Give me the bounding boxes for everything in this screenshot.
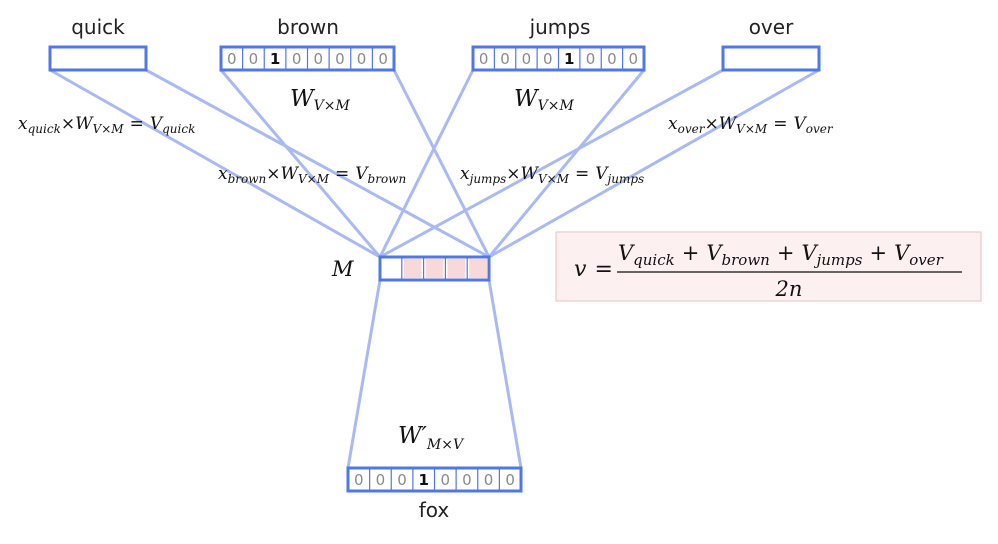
- fox-vector-cell-value: 0: [376, 471, 386, 489]
- over-to-hidden-left: [379, 68, 724, 259]
- word-label-jumps: jumps: [529, 15, 591, 39]
- jumps-vector-cell-value: 0: [607, 50, 617, 68]
- fox-vector-cell-value: 0: [354, 471, 364, 489]
- quick-to-hidden-left: [49, 68, 381, 259]
- quick-to-hidden-right: [145, 68, 490, 259]
- jumps-vector-cell-value: 0: [629, 50, 639, 68]
- hidden-cell-shaded: [425, 259, 444, 278]
- hidden-cell-shaded: [469, 259, 487, 278]
- formula-numerator: Vquick+Vbrown+Vjumps+Vover: [618, 241, 944, 269]
- word-label-over: over: [749, 15, 794, 39]
- equation-brown: xbrown×WV×M=Vbrown: [218, 164, 406, 186]
- hidden-cell-shaded: [403, 259, 422, 278]
- jumps-vector-cell-value: 0: [479, 50, 489, 68]
- brown-vector-cell-value: 0: [335, 50, 345, 68]
- fox-vector-cell-value: 0: [441, 471, 451, 489]
- hidden-to-fox-right: [487, 279, 523, 469]
- hidden-layer-label: M: [331, 257, 354, 281]
- jumps-vector-cell-value: 0: [543, 50, 553, 68]
- jumps-to-hidden-left: [378, 69, 475, 258]
- fox-vector-cell-value: 0: [462, 471, 472, 489]
- weight-label-brown: WV×M: [290, 86, 350, 114]
- word-label-fox: fox: [419, 498, 450, 522]
- hidden-cell-shaded: [447, 259, 466, 278]
- equation-quick: xquick×WV×M=Vquick: [18, 114, 195, 136]
- hidden-layer-vector: [378, 255, 491, 282]
- brown-vector-cell-value: 0: [227, 50, 237, 68]
- over-to-hidden-right: [488, 68, 820, 259]
- brown-vector-cell-value: 0: [249, 50, 259, 68]
- jumps-vector-cell-value: 0: [586, 50, 596, 68]
- average-formula: v= Vquick+Vbrown+Vjumps+Vover 2n: [555, 231, 982, 302]
- fox-vector-cell-value: 1: [418, 471, 428, 489]
- over-input-box: [721, 45, 821, 72]
- formula-background: [555, 231, 982, 302]
- jumps-vector-cell-value: 0: [500, 50, 510, 68]
- fox-vector-cell-value: 0: [397, 471, 407, 489]
- equation-over: xover×WV×M=Vover: [668, 114, 834, 136]
- equation-jumps: xjumps×WV×M=Vjumps: [460, 164, 644, 186]
- fox-vector-cell-value: 0: [484, 471, 494, 489]
- word-label-quick: quick: [71, 15, 125, 39]
- formula-lhs: v=: [574, 257, 613, 282]
- output-weight-label: W′M×V: [398, 423, 465, 453]
- jumps-to-hidden-right: [487, 69, 646, 258]
- weight-label-jumps: WV×M: [514, 86, 574, 114]
- jumps-vector-cell-value: 0: [522, 50, 532, 68]
- brown-vector-cell-value: 0: [292, 50, 302, 68]
- hidden-to-fox-left: [346, 279, 382, 469]
- word-label-brown: brown: [277, 15, 339, 39]
- brown-to-hidden-right: [392, 69, 491, 258]
- fox-vector-cell-value: 0: [505, 471, 515, 489]
- brown-vector-cell-value: 0: [357, 50, 367, 68]
- brown-vector-cell-value: 0: [378, 50, 388, 68]
- jumps-vector-cell-value: 1: [564, 50, 574, 68]
- quick-input-box: [48, 45, 148, 72]
- brown-to-hidden-left: [219, 69, 382, 258]
- connector-lines: [49, 68, 820, 469]
- brown-vector-cell-value: 1: [270, 50, 280, 68]
- formula-denominator: 2n: [775, 277, 803, 301]
- brown-vector-cell-value: 0: [314, 50, 324, 68]
